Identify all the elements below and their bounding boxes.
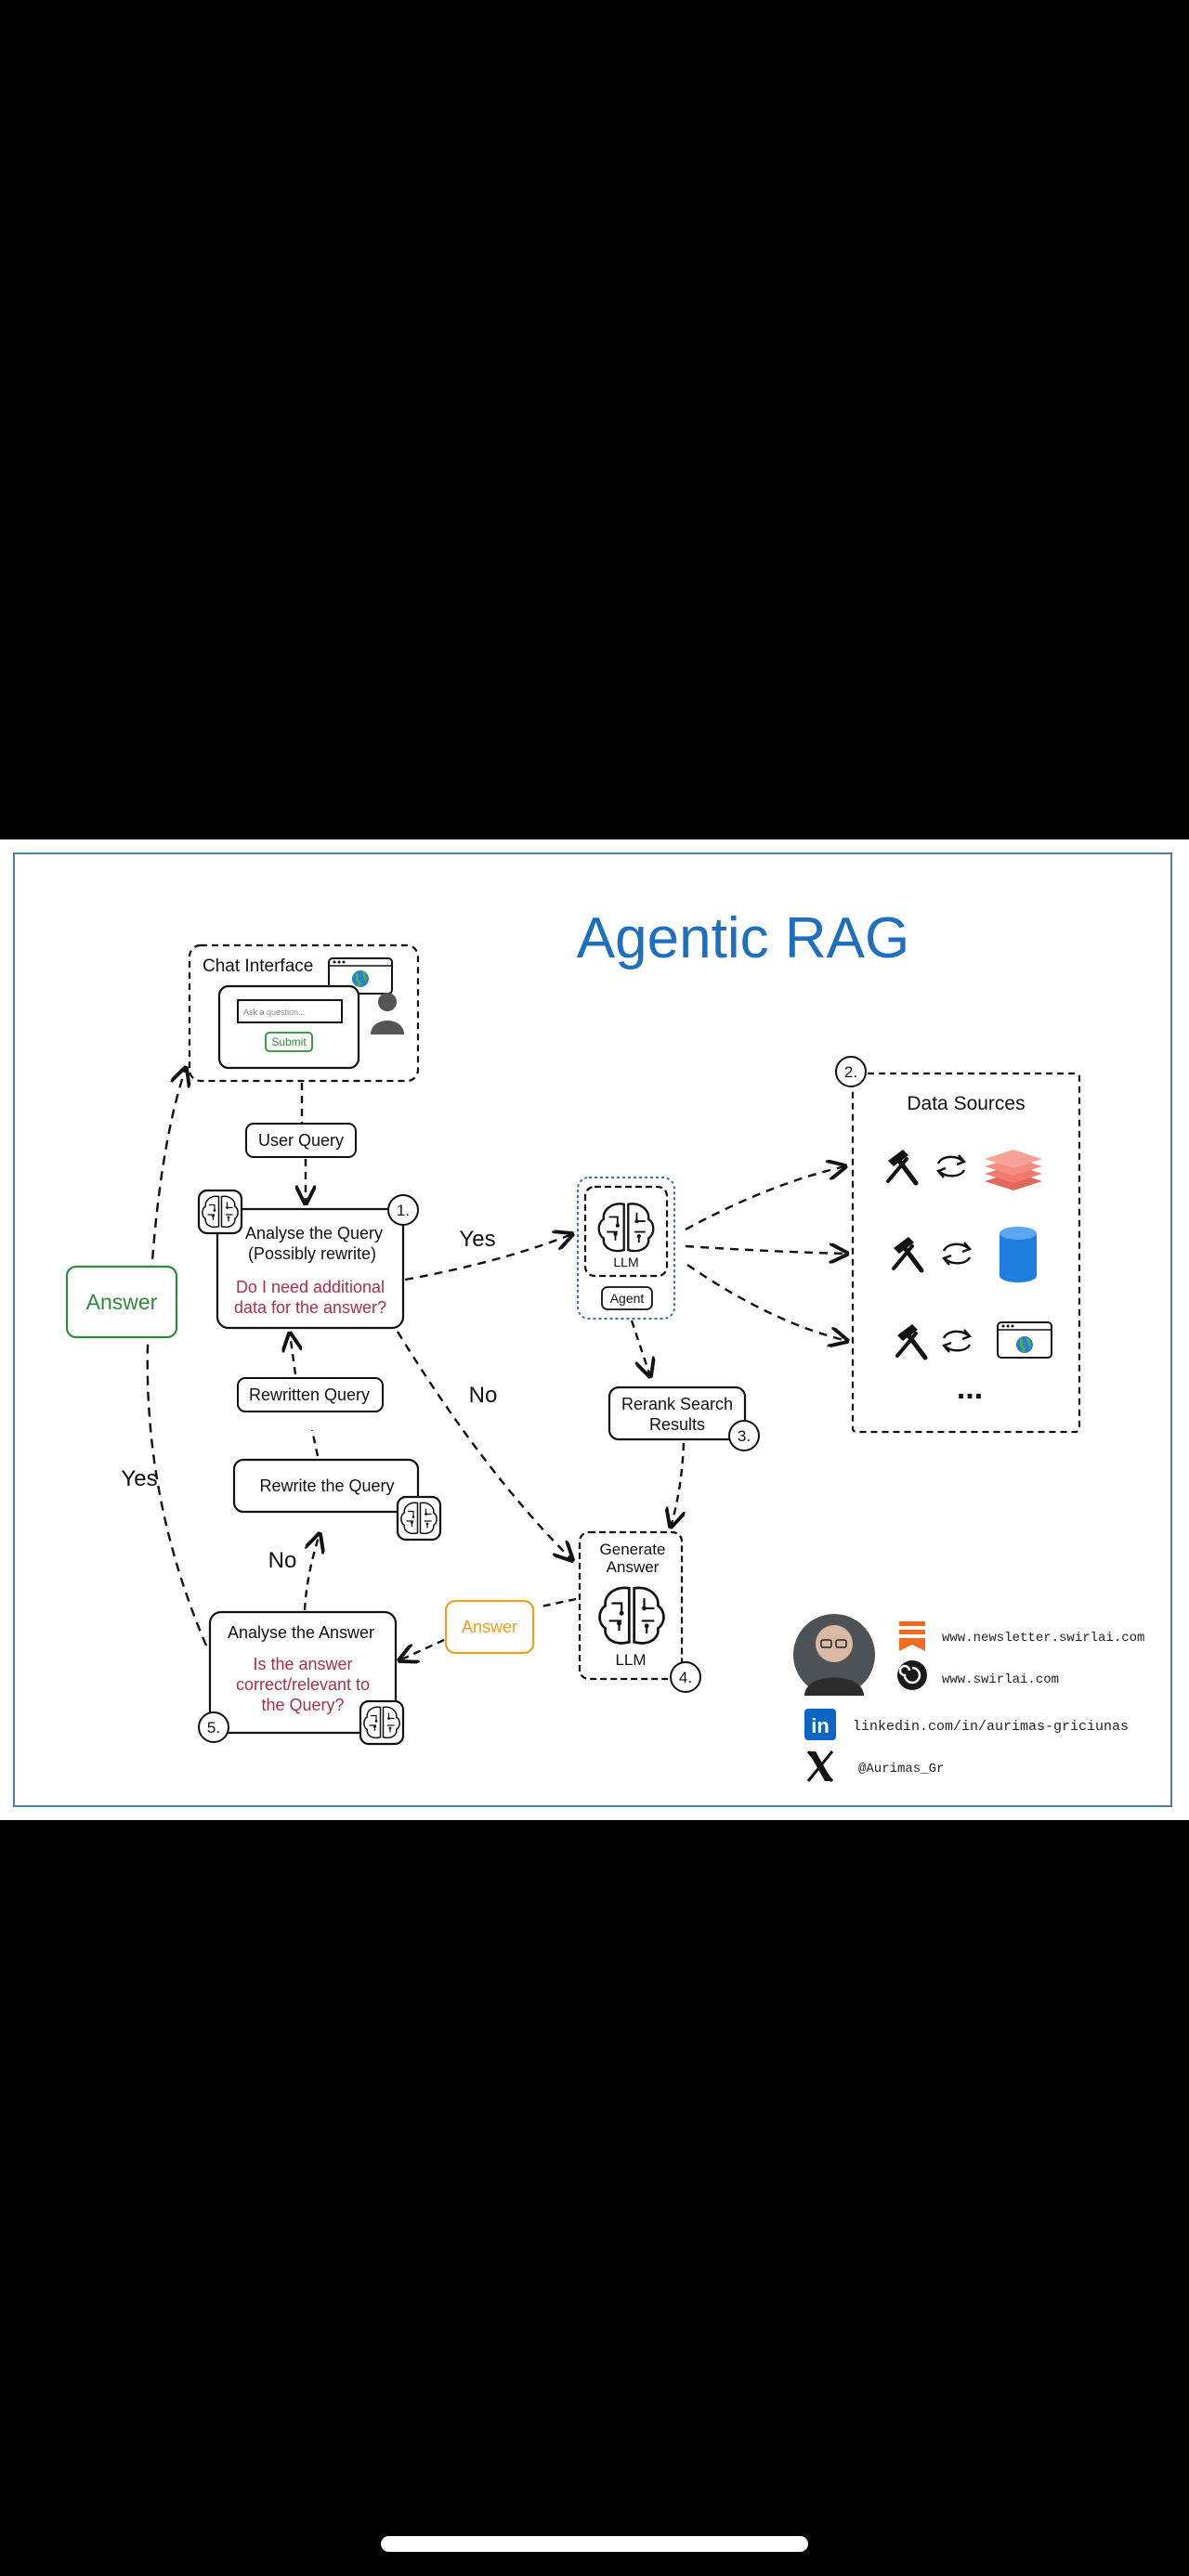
step4-llm-label: LLM xyxy=(615,1651,646,1669)
step4-title-line1: Generate xyxy=(600,1541,666,1558)
arrow-generate-to-answer xyxy=(540,1597,577,1608)
step5-box xyxy=(208,1610,398,1735)
chat-window xyxy=(217,984,360,1070)
browser-globe-icon xyxy=(328,957,393,995)
browser-globe-icon xyxy=(997,1321,1052,1359)
arrow-rewritten-to-step1 xyxy=(290,1334,295,1375)
twitter-handle[interactable]: @Aurimas_Gr xyxy=(858,1762,944,1776)
step1-number-circle xyxy=(387,1194,419,1226)
arrow-agent-to-rerank xyxy=(630,1320,650,1376)
rewritten-query-box xyxy=(237,1377,384,1412)
layers-icon xyxy=(985,1150,1042,1190)
step5-number-circle xyxy=(198,1711,229,1743)
home-indicator[interactable] xyxy=(381,2536,808,2552)
arrow-answer-to-step5 xyxy=(399,1638,445,1660)
answer-green-box xyxy=(65,1265,178,1339)
data-sources-title: Data Sources xyxy=(907,1093,1025,1114)
question-input-placeholder: Ask a question... xyxy=(243,1008,306,1017)
question-input[interactable] xyxy=(237,999,343,1023)
arrow-no-to-generate xyxy=(396,1331,572,1560)
step4-number-circle xyxy=(670,1661,701,1693)
arrow-rerank-to-generate xyxy=(671,1442,684,1527)
substack-icon xyxy=(899,1621,925,1651)
rewrite-query-label: Rewrite the Query xyxy=(259,1477,394,1495)
diagram-frame xyxy=(13,852,1172,1807)
step5-question-line2: correct/relevant to xyxy=(236,1675,370,1694)
rewrite-query-box xyxy=(232,1458,420,1514)
person-icon xyxy=(371,993,404,1034)
newsletter-link[interactable]: www.newsletter.swirlai.com xyxy=(942,1631,1144,1646)
step4-box xyxy=(578,1530,684,1681)
yes-label-right: Yes xyxy=(459,1227,495,1252)
user-query-box xyxy=(245,1123,357,1158)
agentic-rag-diagram: Agentic RAG Chat Interface Ask a questio… xyxy=(65,906,1144,1782)
step1-title-line1: Analyse the Query xyxy=(245,1224,383,1242)
answer-orange-box xyxy=(444,1599,535,1655)
step1-box xyxy=(216,1207,405,1330)
step1-question-line2: data for the answer? xyxy=(234,1298,386,1317)
step2-number-circle xyxy=(835,1056,867,1087)
more-sources-ellipsis: ... xyxy=(957,1371,983,1406)
step5-question-line1: Is the answer xyxy=(253,1655,352,1673)
arrow-agent-to-vector-source xyxy=(685,1166,845,1231)
arrow-yes-to-agent xyxy=(404,1234,572,1281)
arrow-agent-to-db-source xyxy=(685,1246,847,1254)
agent-badge xyxy=(601,1286,653,1310)
submit-button-label: Submit xyxy=(271,1035,307,1048)
svg-text:in: in xyxy=(811,1714,830,1737)
submit-button[interactable] xyxy=(265,1032,313,1052)
step4-number: 4. xyxy=(679,1669,692,1686)
step4-title-line2: Answer xyxy=(607,1558,660,1576)
step3-title-line1: Rerank Search xyxy=(621,1395,733,1413)
arrow-yes-to-chat xyxy=(146,1068,208,1646)
database-icon xyxy=(1000,1227,1037,1282)
no-label-bottom: No xyxy=(268,1548,297,1573)
no-label-middle: No xyxy=(469,1383,498,1408)
step3-title-line2: Results xyxy=(649,1415,705,1434)
agent-label: Agent xyxy=(610,1291,645,1306)
user-query-label: User Query xyxy=(258,1131,344,1150)
answer-orange-label: Answer xyxy=(462,1618,517,1636)
linkedin-icon: in xyxy=(804,1709,836,1740)
step1-number: 1. xyxy=(397,1202,410,1219)
yes-label-left: Yes xyxy=(121,1466,157,1491)
step1-question-line1: Do I need additional xyxy=(236,1278,385,1296)
step1-title-line2: (Possibly rewrite) xyxy=(248,1244,376,1263)
step5-number: 5. xyxy=(207,1719,220,1737)
arrow-no-to-rewrite xyxy=(303,1534,320,1611)
chat-interface-title: Chat Interface xyxy=(203,956,313,976)
answer-green-label: Answer xyxy=(86,1290,158,1314)
step3-number-circle xyxy=(728,1420,760,1451)
arrow-agent-to-web-source xyxy=(686,1264,847,1341)
website-link[interactable]: www.swirlai.com xyxy=(942,1672,1059,1687)
diagram-card: Agentic RAG Chat Interface Ask a questio… xyxy=(0,839,1189,1820)
step5-question-line3: the Query? xyxy=(261,1696,344,1714)
rewritten-query-label: Rewritten Query xyxy=(249,1386,370,1404)
swirl-icon xyxy=(897,1660,927,1690)
x-icon xyxy=(806,1750,834,1782)
step5-title: Analyse the Answer xyxy=(228,1623,374,1642)
step3-box xyxy=(608,1386,747,1441)
step2-number: 2. xyxy=(844,1063,857,1081)
arrow-rewrite-to-rewritten xyxy=(310,1429,320,1457)
author-avatar xyxy=(793,1614,875,1696)
diagram-title: Agentic RAG xyxy=(577,906,909,970)
linkedin-link[interactable]: linkedin.com/in/aurimas-griciunas xyxy=(853,1719,1129,1735)
agent-llm-label: LLM xyxy=(613,1255,638,1269)
step3-number: 3. xyxy=(738,1427,751,1445)
